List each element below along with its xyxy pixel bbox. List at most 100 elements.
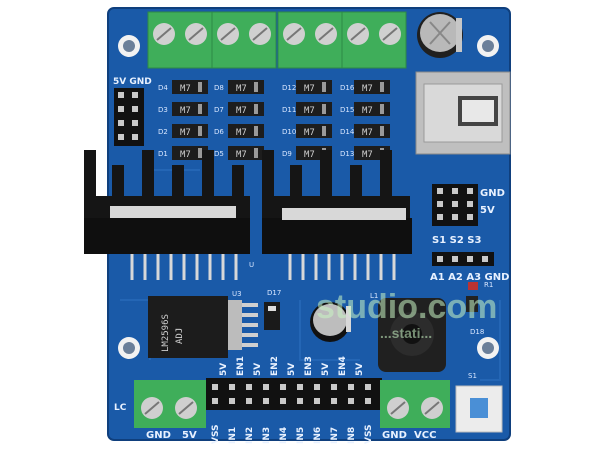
diode-label: D14 bbox=[340, 128, 355, 136]
diode-label: D2 bbox=[158, 128, 168, 136]
diode-label: D10 bbox=[282, 128, 296, 136]
header-pin bbox=[132, 92, 138, 98]
left-pin-header bbox=[114, 88, 144, 146]
header-bottom-label: IN4 bbox=[279, 427, 289, 444]
diode-label: D7 bbox=[214, 106, 224, 114]
header-bottom-label: IN2 bbox=[245, 427, 255, 444]
bottom-right-terminal bbox=[380, 380, 450, 428]
diode-mark: M7 bbox=[236, 128, 247, 138]
header-pin bbox=[132, 120, 138, 126]
voltage-regulator-u3: LM2596S ADJ bbox=[148, 296, 258, 358]
header-top-label: EN2 bbox=[270, 356, 280, 376]
input-pin-header bbox=[206, 378, 382, 410]
d17-label: D17 bbox=[267, 289, 281, 297]
header-bottom-label: IN6 bbox=[313, 427, 323, 444]
usb-port bbox=[415, 71, 511, 155]
diode-mark: M7 bbox=[304, 128, 315, 138]
header-pin bbox=[118, 134, 124, 140]
mounting-holes bbox=[118, 35, 499, 359]
header-pin bbox=[280, 384, 286, 390]
header-pin bbox=[229, 384, 235, 390]
diode-mark: M7 bbox=[362, 150, 373, 160]
push-switch-s1 bbox=[455, 385, 503, 433]
header-pin bbox=[246, 384, 252, 390]
diode-label: D8 bbox=[214, 84, 224, 92]
header-top-label: EN3 bbox=[304, 356, 314, 376]
diode-label: D6 bbox=[214, 128, 224, 136]
u-label-mid: U bbox=[249, 261, 254, 269]
diode-mark: M7 bbox=[236, 150, 247, 160]
diode-label: D1 bbox=[158, 150, 168, 158]
header-pin bbox=[314, 384, 320, 390]
diode-label: D3 bbox=[158, 106, 168, 114]
electrolytic-capacitor-bottom bbox=[310, 302, 351, 342]
header-top-label: EN4 bbox=[338, 356, 348, 376]
header-pin bbox=[314, 398, 320, 404]
diode-label: D15 bbox=[340, 106, 354, 114]
header-pin bbox=[348, 384, 354, 390]
header-pin bbox=[467, 188, 473, 194]
header-bottom-label: VSS bbox=[364, 424, 374, 444]
header-pin bbox=[452, 188, 458, 194]
header-pin bbox=[437, 214, 443, 220]
u3-line2: ADJ bbox=[175, 328, 185, 344]
watermark-small: ...stati... bbox=[380, 325, 432, 341]
header-pin bbox=[467, 214, 473, 220]
header-pin bbox=[263, 398, 269, 404]
diode-mark: M7 bbox=[180, 106, 191, 116]
diode-mark: M7 bbox=[236, 106, 247, 116]
header-pin bbox=[437, 201, 443, 207]
diode-mark: M7 bbox=[304, 150, 315, 160]
u3-line1: LM2596S bbox=[161, 314, 171, 352]
bottom-left-gnd: GND bbox=[146, 430, 171, 441]
bottom-right-vcc: VCC bbox=[414, 430, 436, 441]
d18-label: D18 bbox=[470, 328, 484, 336]
resistor-r1 bbox=[468, 282, 478, 290]
5v-label-right: 5V bbox=[480, 205, 495, 216]
header-pin bbox=[118, 120, 124, 126]
diode-label: D9 bbox=[282, 150, 292, 158]
bottom-right-gnd: GND bbox=[382, 430, 407, 441]
header-pin bbox=[297, 398, 303, 404]
header-pin bbox=[467, 256, 473, 262]
diode-label: D11 bbox=[282, 106, 296, 114]
diode-mark: M7 bbox=[180, 150, 191, 160]
inductor-l1 bbox=[378, 298, 446, 372]
r1-label: R1 bbox=[484, 281, 493, 289]
u3-label: U3 bbox=[232, 290, 242, 298]
top-screw-terminals bbox=[147, 11, 407, 69]
s1-label: S1 bbox=[468, 372, 477, 380]
header-pin bbox=[229, 398, 235, 404]
header-pin bbox=[297, 384, 303, 390]
diode-mark: M7 bbox=[180, 128, 191, 138]
diode-label: D4 bbox=[158, 84, 168, 92]
header-pin bbox=[118, 106, 124, 112]
header-bottom-label: IN5 bbox=[296, 427, 306, 444]
analog-labels: A1 A2 A3 GND bbox=[430, 272, 509, 283]
diode-label: D5 bbox=[214, 150, 224, 158]
l1-label: L1 bbox=[370, 292, 378, 300]
diode-mark: M7 bbox=[236, 84, 247, 94]
servo-header bbox=[432, 184, 478, 226]
diode-label: D13 bbox=[340, 150, 354, 158]
header-pin bbox=[348, 398, 354, 404]
header-bottom-label: IN1 bbox=[228, 427, 238, 444]
header-top-label: 5V bbox=[219, 363, 229, 376]
header-top-label: EN1 bbox=[236, 356, 246, 376]
header-pin bbox=[437, 188, 443, 194]
header-pin bbox=[365, 398, 371, 404]
analog-header bbox=[432, 252, 494, 266]
header-top-label: 5V bbox=[355, 363, 365, 376]
diode-mark: M7 bbox=[362, 106, 373, 116]
header-bottom-label: IN3 bbox=[262, 427, 272, 444]
diode-mark: M7 bbox=[304, 106, 315, 116]
header-bottom-label: VSS bbox=[211, 424, 221, 444]
header-top-label: 5V bbox=[287, 363, 297, 376]
header-pin bbox=[331, 384, 337, 390]
header-pin bbox=[212, 398, 218, 404]
diode-label: D12 bbox=[282, 84, 296, 92]
bottom-left-5v: 5V bbox=[182, 430, 197, 441]
header-pin bbox=[246, 398, 252, 404]
